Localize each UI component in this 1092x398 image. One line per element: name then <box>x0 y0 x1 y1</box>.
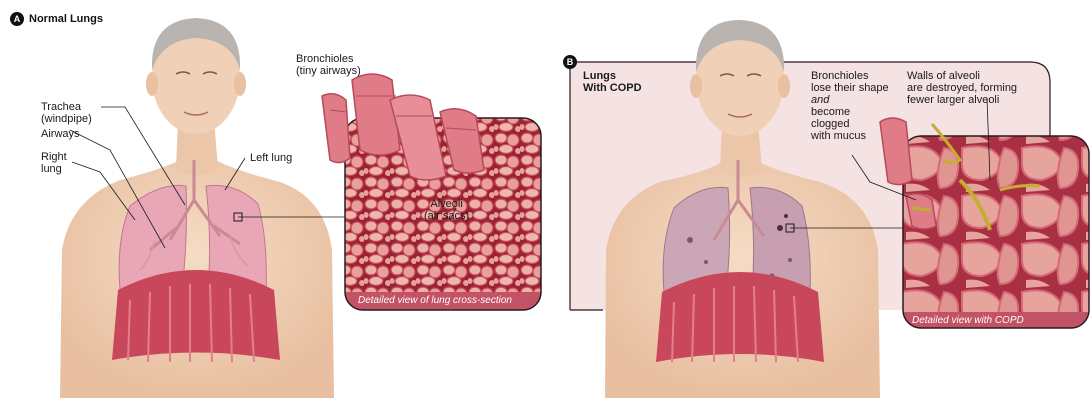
copd-lung-detail <box>903 136 1089 328</box>
label-alveoli-walls: Walls of alveoli are destroyed, forming … <box>907 70 1017 106</box>
label-alveoli: Alveoli (air sacs) <box>424 198 469 222</box>
caption-copd: Detailed view with COPD <box>912 315 1024 326</box>
label-trachea: Trachea (windpipe) <box>41 101 92 125</box>
label-right-lung: Right lung <box>41 151 67 175</box>
panel-b-header: B <box>563 55 577 69</box>
label-airways: Airways <box>41 128 80 140</box>
label-bronchioles-a: Bronchioles (tiny airways) <box>296 53 361 77</box>
label-left-lung: Left lung <box>250 152 292 164</box>
panel-a-header: A Normal Lungs <box>10 12 103 26</box>
panel-a-badge: A <box>10 12 24 26</box>
caption-normal: Detailed view of lung cross-section <box>358 295 512 306</box>
person-a-figure <box>60 18 334 398</box>
panel-b-title: Lungs With COPD <box>583 70 642 94</box>
label-bronchioles-b: Bronchioles lose their shape and become … <box>811 70 889 142</box>
panel-a-title: Normal Lungs <box>29 12 103 26</box>
panel-b-badge: B <box>563 55 577 69</box>
